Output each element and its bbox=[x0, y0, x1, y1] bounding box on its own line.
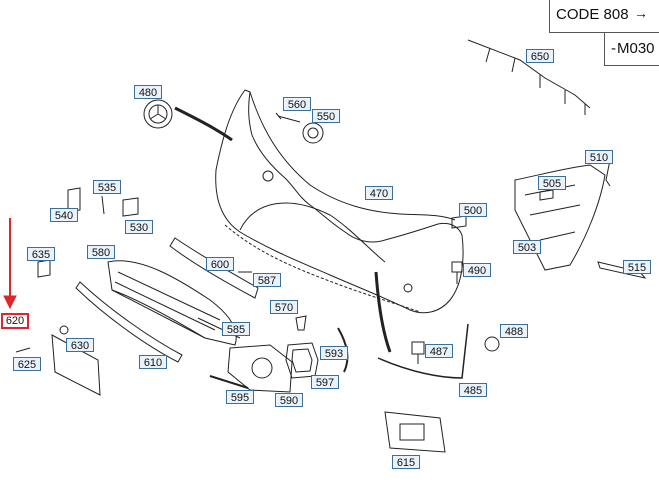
callout-630[interactable]: 630 bbox=[66, 338, 94, 352]
clip-505 bbox=[539, 189, 554, 201]
bumper-cover-fog-hole bbox=[262, 170, 274, 182]
fastener-570 bbox=[295, 315, 307, 331]
callout-625[interactable]: 625 bbox=[13, 357, 41, 371]
strip-610 bbox=[75, 281, 183, 363]
code-box-secondary: - M030 bbox=[604, 32, 659, 66]
emblem-part bbox=[143, 99, 173, 129]
bumper-cover-upper-edge bbox=[249, 91, 456, 221]
grille-580 bbox=[107, 260, 237, 346]
strip-600 bbox=[169, 237, 259, 299]
wire-harness bbox=[467, 39, 591, 109]
callout-615[interactable]: 615 bbox=[392, 455, 420, 469]
bracket-540 bbox=[67, 187, 81, 213]
code-suffix-dash: - bbox=[611, 40, 616, 57]
bracket-503 bbox=[514, 164, 606, 271]
strip-595 bbox=[209, 375, 249, 389]
grille-580-slats bbox=[111, 271, 221, 339]
callout-530[interactable]: 530 bbox=[125, 220, 153, 234]
callout-485[interactable]: 485 bbox=[459, 383, 487, 397]
arrow-right-icon: → bbox=[634, 5, 648, 21]
callout-570[interactable]: 570 bbox=[270, 300, 298, 314]
callout-595[interactable]: 595 bbox=[226, 390, 254, 404]
code-box-primary: CODE 808 → bbox=[549, 0, 659, 33]
plate-mount-615 bbox=[384, 411, 446, 453]
callout-503[interactable]: 503 bbox=[513, 240, 541, 254]
bumper-cover-grille-opening bbox=[239, 202, 386, 263]
pin-535 bbox=[101, 195, 105, 215]
callout-580[interactable]: 580 bbox=[87, 245, 115, 259]
gear-550 bbox=[302, 122, 324, 144]
clip-635 bbox=[37, 259, 51, 278]
callout-488[interactable]: 488 bbox=[500, 324, 528, 338]
callout-540[interactable]: 540 bbox=[50, 208, 78, 222]
callout-593[interactable]: 593 bbox=[320, 346, 348, 360]
callout-505[interactable]: 505 bbox=[538, 176, 566, 190]
callout-597[interactable]: 597 bbox=[311, 375, 339, 389]
callout-487[interactable]: 487 bbox=[425, 344, 453, 358]
ring-597-inner bbox=[291, 348, 313, 373]
bolt-487 bbox=[411, 341, 425, 364]
seal-strip bbox=[174, 106, 233, 142]
callout-600[interactable]: 600 bbox=[206, 257, 234, 271]
callout-587[interactable]: 587 bbox=[253, 273, 281, 287]
bumper-cover bbox=[215, 89, 464, 314]
callout-490[interactable]: 490 bbox=[463, 263, 491, 277]
code-suffix: M030 bbox=[617, 40, 655, 57]
callout-650[interactable]: 650 bbox=[526, 49, 554, 63]
callout-470[interactable]: 470 bbox=[365, 186, 393, 200]
callout-585[interactable]: 585 bbox=[222, 322, 250, 336]
callout-500[interactable]: 500 bbox=[459, 203, 487, 217]
callout-535[interactable]: 535 bbox=[93, 180, 121, 194]
screw-560 bbox=[275, 112, 301, 123]
fog-frame-590 bbox=[227, 344, 293, 393]
fastener-488 bbox=[484, 336, 500, 352]
callout-480[interactable]: 480 bbox=[134, 85, 162, 99]
fog-frame-590-hole bbox=[251, 357, 273, 379]
red-arrow-head bbox=[3, 295, 17, 310]
wire-harness-branch bbox=[485, 47, 586, 115]
bolt-490 bbox=[451, 261, 463, 284]
bumper-cover-sensor-hole bbox=[403, 283, 413, 293]
callout-510[interactable]: 510 bbox=[585, 150, 613, 164]
strip-485 bbox=[377, 323, 469, 379]
callout-620-highlighted[interactable]: 620 bbox=[1, 313, 29, 329]
plate-mount-615-window bbox=[399, 423, 425, 441]
callout-590[interactable]: 590 bbox=[275, 393, 303, 407]
callout-635[interactable]: 635 bbox=[27, 247, 55, 261]
callout-515[interactable]: 515 bbox=[623, 260, 651, 274]
black-seal bbox=[374, 271, 392, 353]
clip-630 bbox=[59, 325, 69, 335]
bracket-530 bbox=[122, 197, 139, 217]
callout-560[interactable]: 560 bbox=[283, 97, 311, 111]
callout-610[interactable]: 610 bbox=[139, 355, 167, 369]
code-label: CODE 808 bbox=[556, 6, 629, 23]
callout-550[interactable]: 550 bbox=[312, 109, 340, 123]
emblem-star bbox=[149, 105, 167, 120]
bumper-cover-lower-lip bbox=[224, 224, 421, 313]
gear-550-inner bbox=[307, 127, 319, 139]
screw-625 bbox=[15, 347, 31, 353]
